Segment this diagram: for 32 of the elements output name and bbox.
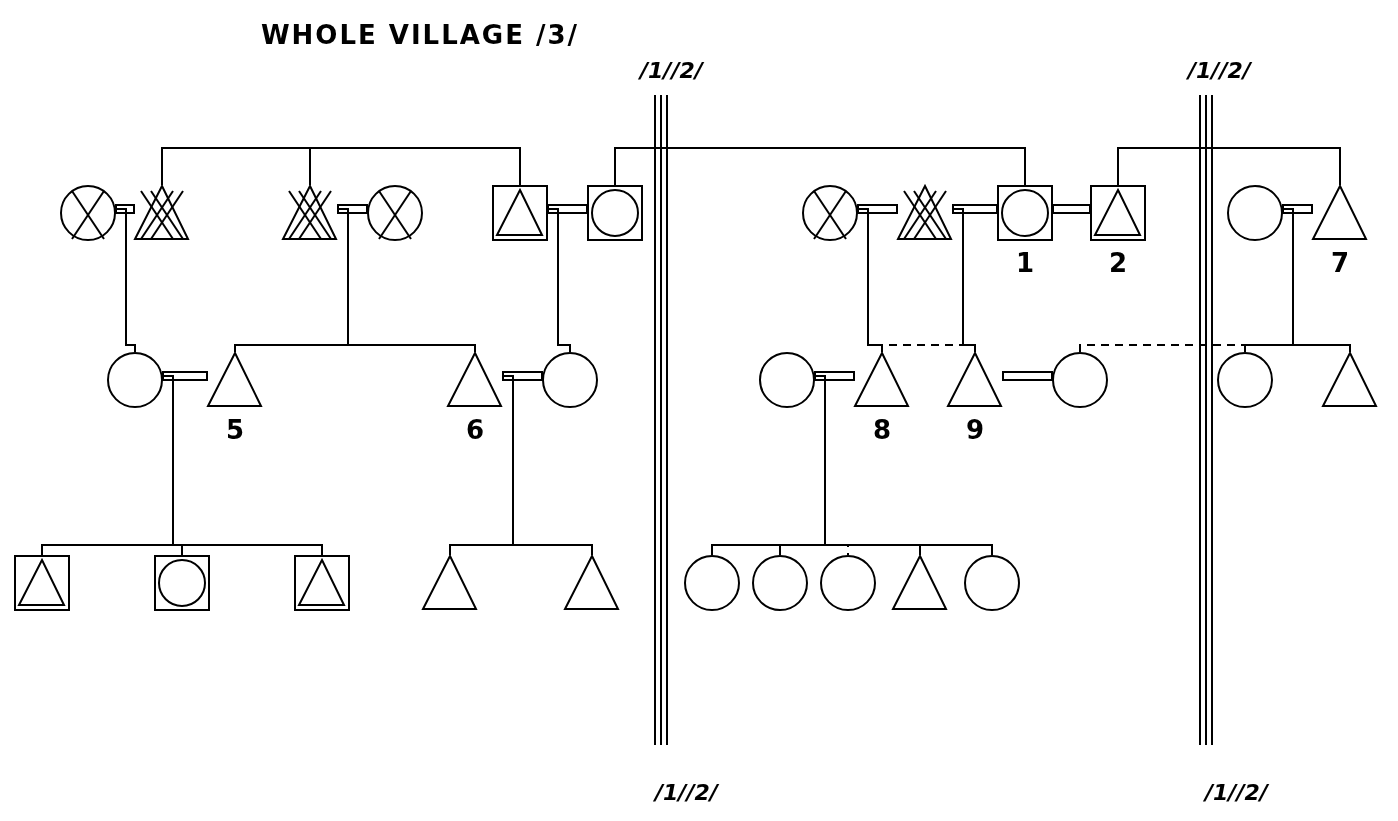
person-number: 7 <box>1329 249 1351 277</box>
kinship-line <box>881 344 976 353</box>
kinship-line <box>952 208 976 353</box>
kinship-line <box>115 208 136 353</box>
kinship-line <box>547 208 571 353</box>
kinship-line <box>1079 344 1246 353</box>
marriage-sign <box>952 204 998 214</box>
section-label: /1//2/ <box>655 780 718 805</box>
marriage-sign <box>857 204 898 214</box>
person-number: 2 <box>1107 249 1129 277</box>
person-number: 1 <box>1014 249 1036 277</box>
section-label: /1//2/ <box>640 58 703 83</box>
section-label: /1//2/ <box>1188 58 1251 83</box>
kinship-line <box>1117 147 1341 186</box>
person-number: 8 <box>871 416 893 444</box>
person-number: 6 <box>464 416 486 444</box>
diagram-title: WHOLE VILLAGE /3/ <box>259 20 581 50</box>
kinship-line <box>614 147 1026 186</box>
kinship-line <box>161 147 311 186</box>
kinship-line <box>309 147 521 186</box>
marriage-sign <box>502 371 543 381</box>
marriage-sign <box>115 204 135 214</box>
section-label: /1//2/ <box>1205 780 1268 805</box>
marriage-sign <box>1282 204 1313 214</box>
person-number: 5 <box>224 416 246 444</box>
marriage-sign <box>337 204 368 214</box>
marriage-sign <box>1052 204 1091 214</box>
marriage-sign <box>1002 371 1053 381</box>
marriage-sign <box>814 371 855 381</box>
marriage-sign <box>162 371 208 381</box>
person-number: 9 <box>964 416 986 444</box>
marriage-sign <box>547 204 588 214</box>
